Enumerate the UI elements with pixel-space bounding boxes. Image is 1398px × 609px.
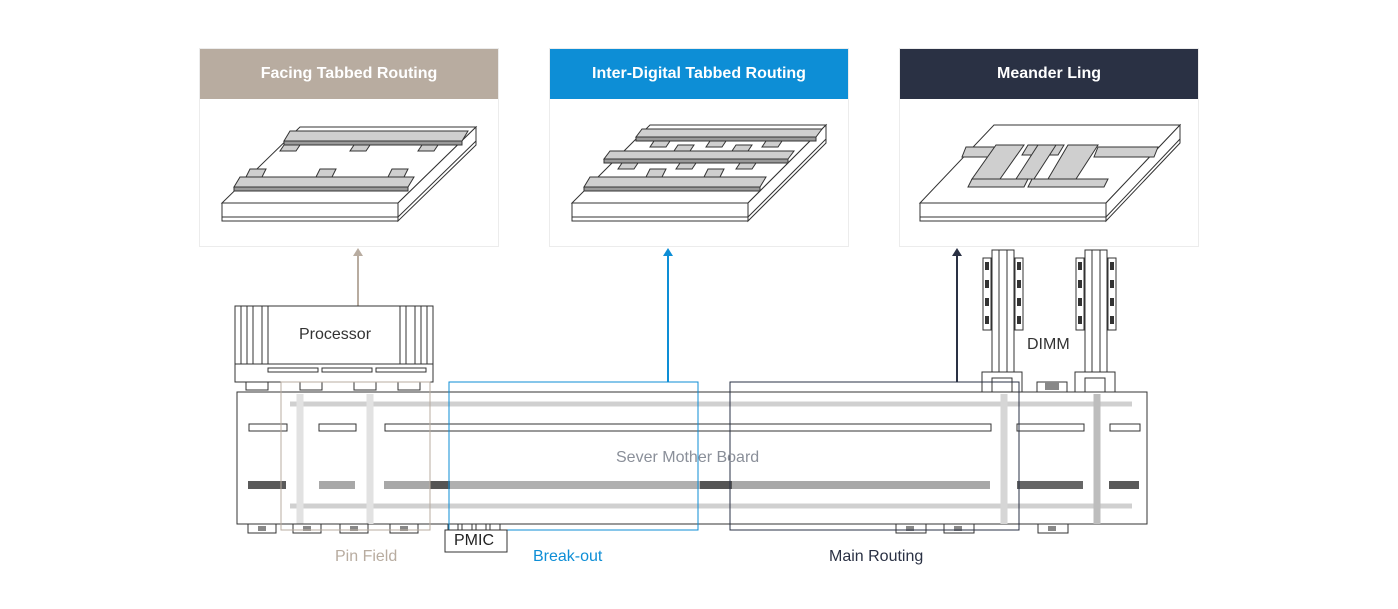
motherboard-label: Sever Mother Board: [616, 449, 760, 466]
card-title: Meander Ling: [900, 49, 1198, 99]
pmic-label: PMIC: [454, 532, 494, 549]
break-out-region: [448, 381, 699, 531]
break-out-label: Break-out: [533, 548, 603, 565]
meander-ling-illustration: [918, 123, 1182, 223]
main-routing-label: Main Routing: [829, 548, 924, 565]
dimm-modules: [981, 249, 1117, 393]
card-meander-ling: Meander Ling: [899, 48, 1199, 247]
card-facing-tabbed: Facing Tabbed Routing: [199, 48, 499, 247]
pin-field-label: Pin Field: [335, 548, 398, 565]
facing-tabbed-illustration: [220, 125, 478, 223]
inter-digital-tabbed-illustration: [570, 123, 828, 223]
motherboard: [236, 391, 1148, 534]
card-title: Inter-Digital Tabbed Routing: [550, 49, 848, 99]
processor-chip: [234, 305, 434, 391]
pmic-box: [444, 529, 508, 553]
card-inter-digital-tabbed: Inter-Digital Tabbed Routing: [549, 48, 849, 247]
main-routing-region: [729, 381, 1020, 531]
dimm-label: DIMM: [1027, 336, 1070, 353]
card-title: Facing Tabbed Routing: [200, 49, 498, 99]
processor-label: Processor: [299, 326, 372, 343]
pin-field-region: [280, 381, 431, 531]
arrows: [353, 248, 962, 382]
